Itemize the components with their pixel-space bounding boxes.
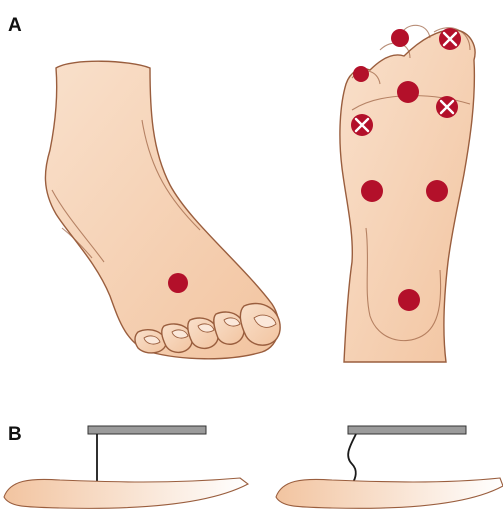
site-marker — [353, 66, 369, 82]
skin-surface — [276, 478, 503, 508]
filament-straight-illustration — [4, 426, 248, 508]
excluded-site-marker — [436, 96, 458, 118]
site-marker — [397, 81, 419, 103]
site-marker — [168, 273, 188, 293]
dorsal-foot-illustration — [45, 61, 280, 359]
panel-label-a: A — [8, 15, 22, 36]
site-marker — [391, 29, 409, 47]
plantar-foot-illustration — [340, 25, 475, 362]
site-marker — [398, 289, 420, 311]
skin-surface — [4, 478, 248, 508]
filament-buckled-illustration — [276, 426, 503, 508]
panel-label-b: B — [8, 424, 22, 445]
filament-buckled — [348, 434, 356, 484]
excluded-site-marker — [351, 114, 373, 136]
site-marker — [426, 180, 448, 202]
excluded-site-marker — [439, 28, 461, 50]
site-marker — [361, 180, 383, 202]
filament-holder-bar — [348, 426, 466, 434]
filament-holder-bar — [88, 426, 206, 434]
